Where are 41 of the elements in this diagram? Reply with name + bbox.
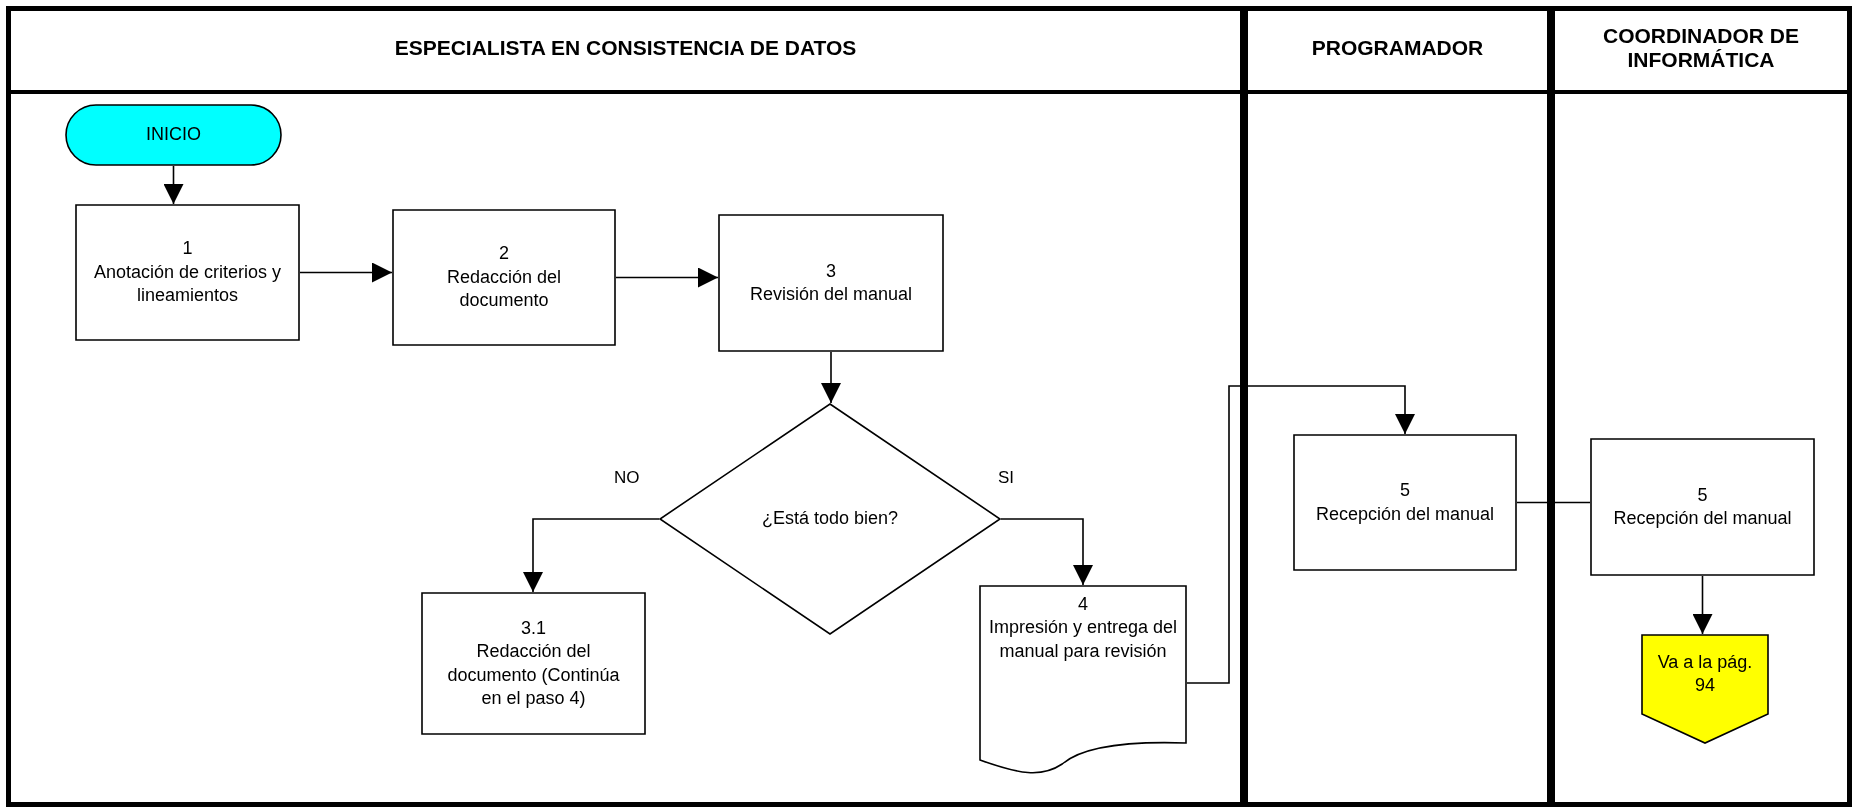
step-text: ¿Está todo bien? <box>761 507 899 531</box>
arrow <box>1692 575 1713 635</box>
step-text: Redacción del documento (Continúa en el paso 4) <box>446 640 621 710</box>
process-box <box>1590 438 1815 576</box>
swimlane <box>6 6 1245 807</box>
step-text: Impresión y entrega del manual para revisión <box>987 616 1179 663</box>
step-text: Revisión del manual <box>749 283 913 306</box>
process-box <box>421 592 646 735</box>
step-text: Recepción del manual <box>1613 507 1792 530</box>
step-number: 3.1 <box>521 616 546 640</box>
lane-header: PROGRAMADOR <box>1243 6 1552 94</box>
step-number: 5 <box>1697 483 1708 507</box>
step-text: Redacción del documento <box>445 265 563 313</box>
process-box <box>75 204 300 341</box>
arrow <box>1186 385 1415 684</box>
off-page-connector <box>1641 634 1769 744</box>
lane-header: ESPECIALISTA EN CONSISTENCIA DE DATOS <box>6 6 1245 94</box>
process-box <box>1293 434 1517 571</box>
arrow <box>615 267 719 288</box>
step-text: Va a la pág. 94 <box>1656 650 1754 697</box>
connector-line <box>1516 501 1591 504</box>
step-number: 4 <box>1078 593 1088 616</box>
step-text: Anotación de criterios y lineamientos <box>93 260 282 308</box>
process-box <box>392 209 616 346</box>
swimlane <box>1243 6 1552 807</box>
step-number: 5 <box>1400 479 1410 503</box>
document-shape <box>979 585 1187 776</box>
arrow <box>821 351 841 404</box>
step-number: 3 <box>826 259 836 283</box>
process-box <box>718 214 944 352</box>
arrow <box>299 262 393 283</box>
step-number: 1 <box>182 237 193 261</box>
arrow <box>523 518 660 593</box>
step-text: Recepción del manual <box>1315 502 1495 526</box>
swimlane <box>1550 6 1852 807</box>
lane-header: COORDINADOR DE INFORMÁTICA <box>1550 6 1852 94</box>
step-number: 2 <box>499 242 509 266</box>
arrow <box>1000 518 1093 586</box>
step-text: INICIO <box>146 123 201 147</box>
start-terminator <box>65 104 282 166</box>
arrow <box>163 165 184 205</box>
